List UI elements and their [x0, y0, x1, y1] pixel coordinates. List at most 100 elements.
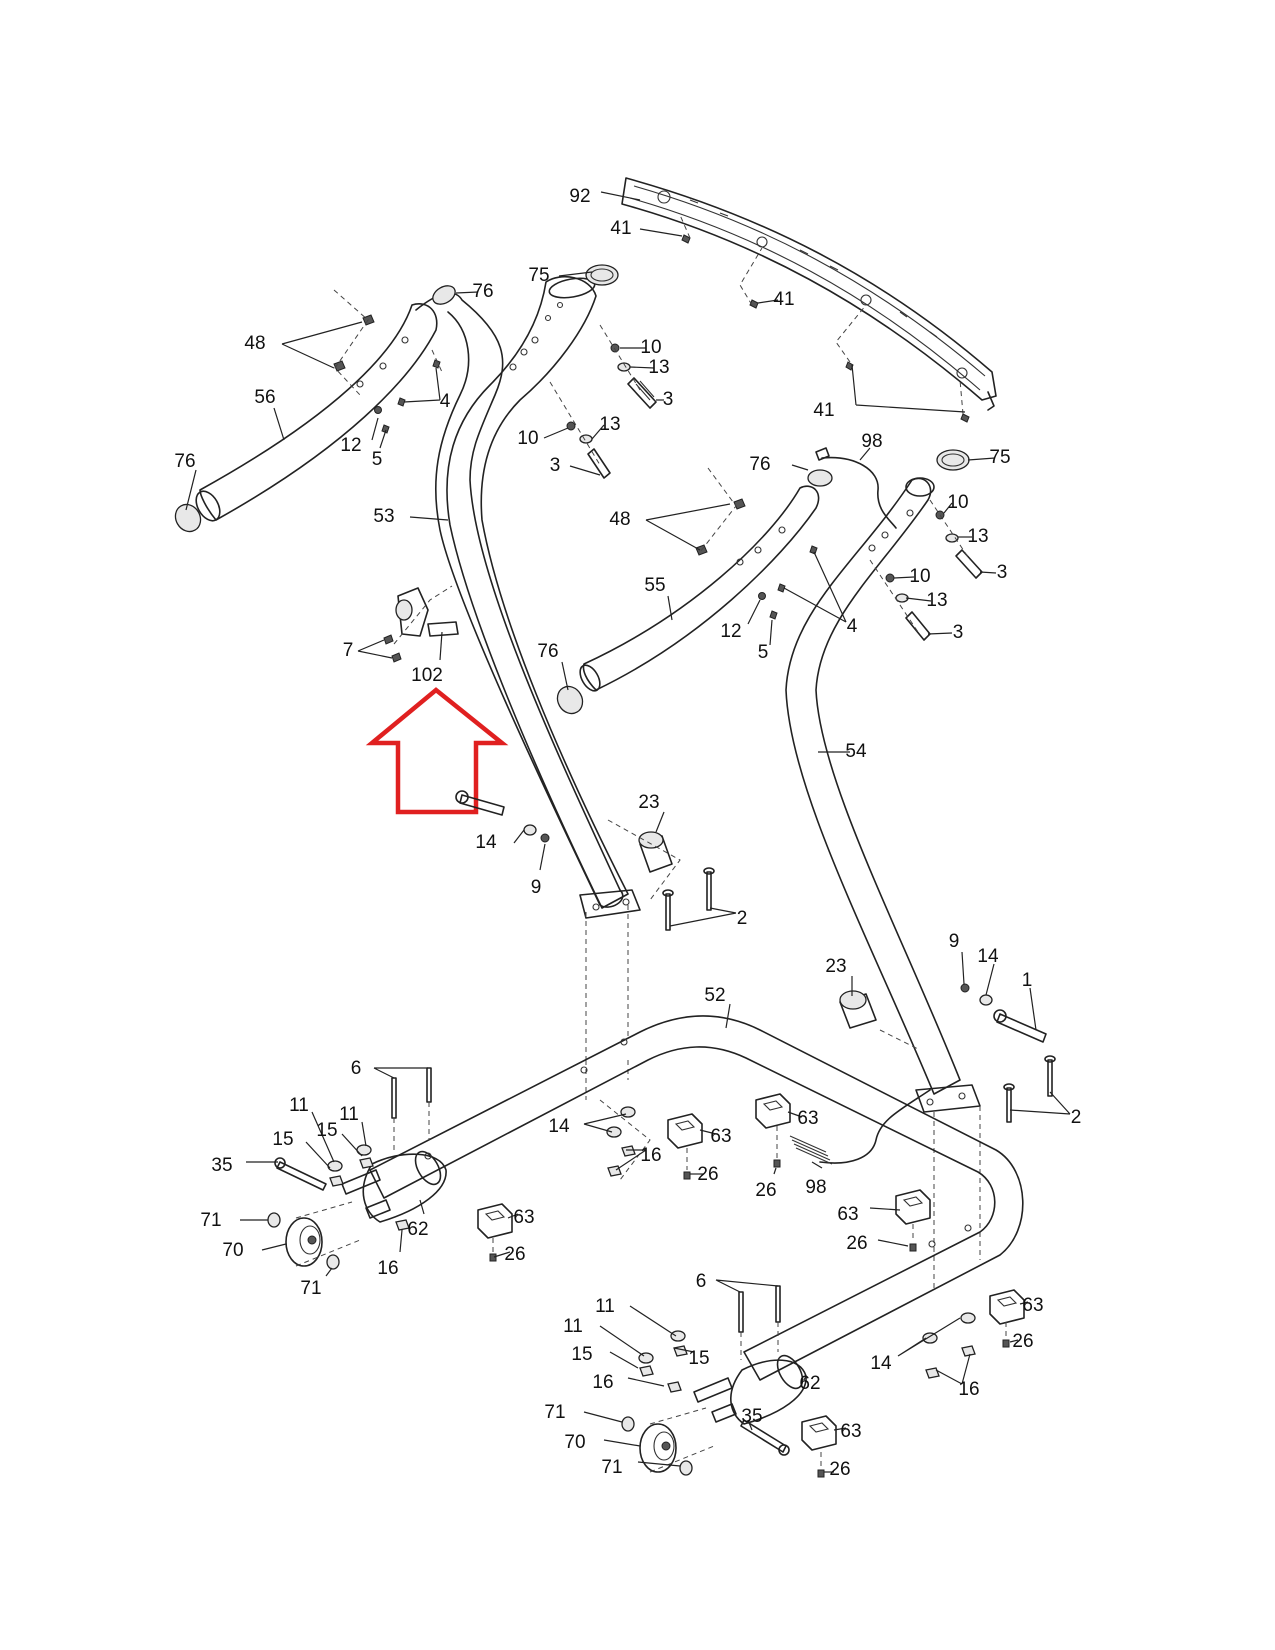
- callout-c76a: 76: [472, 281, 493, 302]
- callout-c35a: 35: [211, 1155, 232, 1176]
- part-2-bolts-left: [662, 867, 715, 931]
- part-52-base-frame: [369, 1015, 1024, 1381]
- callout-c26b: 26: [755, 1180, 776, 1201]
- hardware-right-front: [638, 1285, 781, 1393]
- callout-c16d: 16: [592, 1372, 613, 1393]
- bolt-set-upper-left: [549, 324, 657, 479]
- callout-c15c: 15: [571, 1344, 592, 1365]
- callout-c76d: 76: [537, 641, 558, 662]
- callout-c5a: 5: [372, 449, 383, 470]
- part-54-right-upright: [785, 477, 981, 1113]
- part-2-bolts-right: [1003, 1055, 1056, 1123]
- callout-c12b: 12: [720, 621, 741, 642]
- part-63-foot-f: [801, 1415, 837, 1451]
- callout-c14a: 14: [475, 832, 497, 853]
- callout-c70a: 70: [222, 1240, 243, 1261]
- part-75-cap-right: [936, 449, 970, 471]
- callout-c53: 53: [373, 506, 394, 527]
- part-23-bumper-left: [607, 819, 681, 901]
- callout-c41a: 41: [610, 218, 631, 239]
- callout-c11d: 11: [563, 1316, 583, 1337]
- callout-c26c: 26: [846, 1233, 867, 1254]
- callout-c71d: 71: [601, 1457, 622, 1478]
- callout-c75b: 75: [989, 447, 1010, 468]
- callout-c14c: 14: [548, 1116, 570, 1137]
- callout-c3a: 3: [663, 389, 674, 410]
- callout-c92: 92: [569, 186, 590, 207]
- callout-c12a: 12: [340, 435, 361, 456]
- callout-c10a: 10: [640, 337, 661, 358]
- leader-lines: [185, 191, 1071, 1473]
- callout-c14b: 14: [977, 946, 999, 967]
- callout-c11b: 11: [339, 1104, 359, 1125]
- callout-c13c: 13: [967, 526, 988, 547]
- part-98-wire-bottom: [789, 1089, 931, 1165]
- callout-c102: 102: [411, 665, 443, 686]
- callout-c10b: 10: [517, 428, 538, 449]
- hardware-center: [599, 1099, 651, 1181]
- part-55-right-handlebar: [556, 467, 833, 715]
- callout-c11c: 11: [595, 1296, 615, 1317]
- part-71-spacers-left: [267, 1212, 340, 1270]
- alignment-lines: [585, 905, 981, 1290]
- part-70-right-wheel: [639, 1407, 715, 1473]
- callout-c23b: 23: [825, 956, 846, 977]
- callout-c14d: 14: [870, 1353, 892, 1374]
- callout-c76c: 76: [749, 454, 770, 475]
- callout-c15b: 15: [316, 1120, 337, 1141]
- part-1-bolt-right: [960, 983, 1047, 1043]
- part-63-foot-c: [477, 1203, 513, 1239]
- part-35-bolt-right: [740, 1419, 790, 1456]
- callout-c3b: 3: [550, 455, 561, 476]
- callout-c9b: 9: [949, 931, 960, 952]
- bolt-set-upper-right: [869, 499, 983, 641]
- callout-c11a: 11: [289, 1095, 309, 1116]
- part-35-bolt-left: [274, 1157, 327, 1191]
- part-53-tube: [446, 275, 641, 919]
- callout-c5b: 5: [758, 642, 769, 663]
- callout-c41c: 41: [813, 400, 834, 421]
- part-53-left-upright: [415, 292, 624, 908]
- callout-c3c: 3: [997, 562, 1008, 583]
- callout-c7: 7: [343, 640, 354, 661]
- callout-c16c: 16: [958, 1379, 979, 1400]
- callout-c75a: 75: [528, 265, 549, 286]
- callout-c13b: 13: [599, 414, 620, 435]
- part-23-bumper-right: [839, 990, 921, 1051]
- callout-c63c: 63: [513, 1207, 534, 1228]
- callout-c16b: 16: [377, 1258, 398, 1279]
- callout-c71a: 71: [200, 1210, 221, 1231]
- callout-c26f: 26: [829, 1459, 850, 1480]
- callout-c1: 1: [1022, 970, 1033, 991]
- red-indicator-arrow: [365, 687, 509, 815]
- part-56-left-handlebar: [174, 285, 456, 533]
- callout-c23a: 23: [638, 792, 659, 813]
- callout-c63e: 63: [1022, 1295, 1043, 1316]
- part-102-pivot: [383, 585, 459, 663]
- callout-c70b: 70: [564, 1432, 585, 1453]
- part-63-foot-e: [989, 1289, 1025, 1325]
- callout-c62b: 62: [799, 1373, 820, 1394]
- callout-c26e: 26: [1012, 1331, 1033, 1352]
- part-63-foot-b: [755, 1093, 791, 1129]
- part-41-screws: [679, 214, 970, 423]
- callout-c98a: 98: [861, 431, 882, 452]
- callout-c63d: 63: [837, 1204, 858, 1225]
- part-62-left-bracket: [341, 1150, 447, 1223]
- callout-c41b: 41: [773, 289, 794, 310]
- hardware-right: [922, 1312, 976, 1379]
- part-71-spacers-right: [621, 1416, 693, 1476]
- callout-c10c: 10: [947, 492, 968, 513]
- callout-c98b: 98: [805, 1177, 826, 1198]
- callout-c55: 55: [644, 575, 665, 596]
- callout-c35b: 35: [741, 1406, 762, 1427]
- callout-c2a: 2: [737, 908, 748, 929]
- part-63-foot-d: [895, 1189, 931, 1225]
- hardware-left-front: [327, 1067, 432, 1231]
- callout-c48a: 48: [244, 333, 265, 354]
- callout-c54: 54: [845, 741, 867, 762]
- part-70-left-wheel: [285, 1201, 361, 1267]
- callout-c71b: 71: [300, 1278, 321, 1299]
